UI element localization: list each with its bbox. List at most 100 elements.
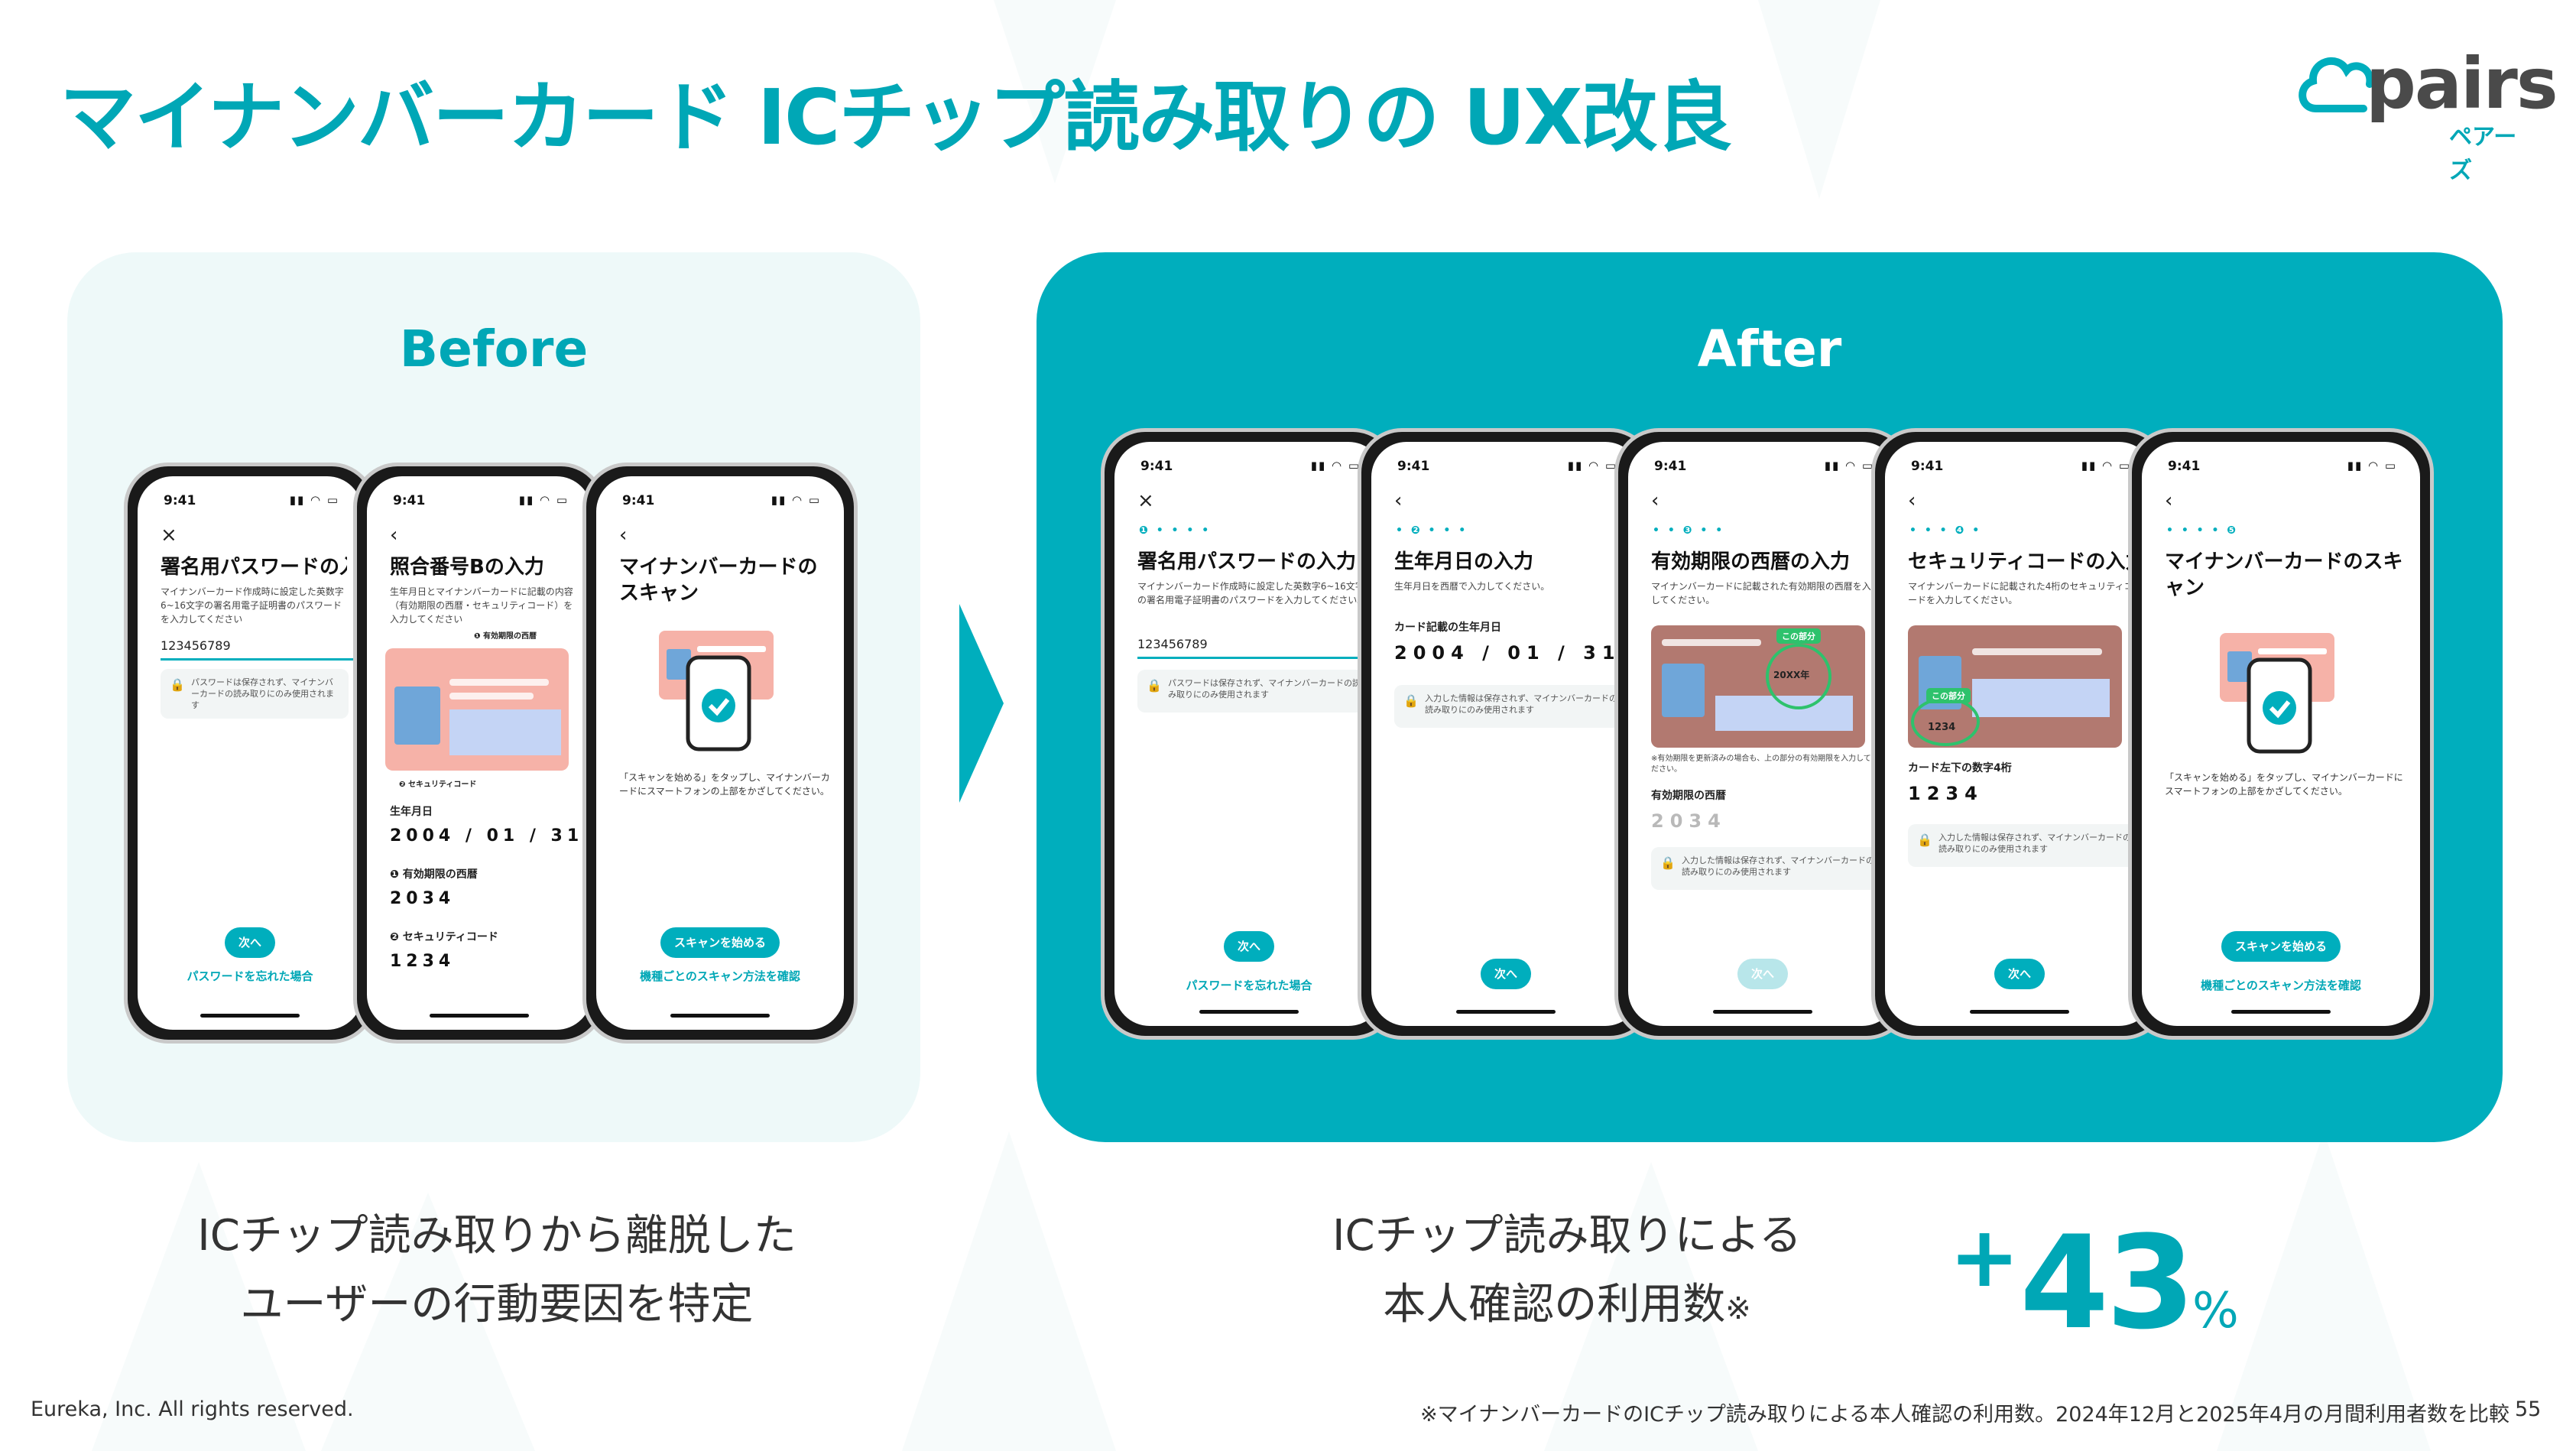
screen-description: 生年月日を西暦で入力してください。 bbox=[1394, 581, 1550, 592]
screen-description: マイナンバーカードに記載された4桁のセキュリティコードを入力してください。 bbox=[1908, 581, 2133, 605]
secure-note-text: パスワードは保存されず、マイナンバーカードの読み取りにのみ使用されます bbox=[1168, 678, 1361, 700]
check-icon bbox=[2269, 700, 2291, 719]
after-caption-line1: ICチップ読み取りによる bbox=[1332, 1211, 1802, 1261]
card-illustration: 1234 bbox=[1908, 625, 2122, 748]
screen-heading: マイナンバーカードのスキャン bbox=[619, 556, 818, 605]
scan-instruction: 「スキャンを始める」をタップし、マイナンバーカードにスマートフォンの上部をかざし… bbox=[619, 772, 830, 797]
lock-icon: 🔒 bbox=[170, 677, 185, 692]
security-label: ❷ セキュリティコード bbox=[390, 931, 498, 943]
before-phone-password: 9:41 ▮▮ ◠ ▭ × 署名用パスワードの入力 マイナンバーカード作成時に設… bbox=[124, 463, 376, 1044]
next-button[interactable]: 次へ bbox=[224, 927, 276, 958]
scan-method-link[interactable]: 機種ごとのスキャン方法を確認 bbox=[2201, 979, 2361, 992]
secure-note-text: パスワードは保存されず、マイナンバーカードの読み取りにのみ使用されます bbox=[191, 677, 334, 710]
next-button[interactable]: 次へ bbox=[1994, 959, 2046, 989]
card-code-text: 1234 bbox=[1928, 722, 1956, 733]
status-time: 9:41 bbox=[1911, 459, 1944, 474]
home-indicator bbox=[200, 1014, 300, 1018]
after-label: After bbox=[1697, 320, 1842, 378]
highlight-tag: この部分 bbox=[1776, 628, 1821, 644]
next-button-disabled[interactable]: 次へ bbox=[1737, 959, 1789, 989]
scan-instruction: 「スキャンを始める」をタップし、マイナンバーカードにスマートフォンの上部をかざし… bbox=[2165, 772, 2403, 797]
start-scan-button[interactable]: スキャンを始める bbox=[2221, 931, 2341, 962]
home-indicator bbox=[1456, 1010, 1556, 1014]
secure-note: 🔒入力した情報は保存されず、マイナンバーカードの読み取りにのみ使用されます bbox=[1651, 847, 1883, 890]
after-phone-scan: 9:41 ▮▮ ◠ ▭ ‹ • • • • ❺ マイナンバーカードのスキャン 「… bbox=[2128, 428, 2434, 1040]
home-indicator bbox=[1199, 1010, 1299, 1014]
back-icon[interactable]: ‹ bbox=[1651, 489, 1659, 512]
expiry-value[interactable]: 2034 bbox=[1651, 810, 1727, 832]
input-underline bbox=[1137, 657, 1384, 659]
status-time: 9:41 bbox=[164, 493, 196, 508]
lock-icon: 🔒 bbox=[1403, 693, 1419, 708]
back-icon[interactable]: ‹ bbox=[619, 524, 628, 547]
home-indicator bbox=[2231, 1010, 2331, 1014]
result-plus: + bbox=[1949, 1208, 2020, 1306]
step-indicator: ❶ • • • • bbox=[1139, 524, 1212, 537]
step-indicator: • • • ❹ • bbox=[1909, 524, 1982, 537]
birth-value[interactable]: 2004 / 01 / 31 bbox=[1394, 642, 1621, 664]
copyright: Eureka, Inc. All rights reserved. bbox=[31, 1397, 354, 1421]
result-metric: +43% bbox=[1949, 1208, 2239, 1358]
status-icons: ▮▮ ◠ ▭ bbox=[1824, 459, 1874, 472]
after-phone-security-code: 9:41 ▮▮ ◠ ▭ ‹ • • • ❹ • セキュリティコードの入力 マイナ… bbox=[1871, 428, 2168, 1040]
secure-note: 🔒 パスワードは保存されず、マイナンバーカードの読み取りにのみ使用されます bbox=[161, 669, 349, 719]
status-icons: ▮▮ ◠ ▭ bbox=[2081, 459, 2131, 472]
secure-note-text: 入力した情報は保存されず、マイナンバーカードの読み取りにのみ使用されます bbox=[1425, 693, 1618, 715]
before-label: Before bbox=[399, 320, 589, 378]
secure-note: 🔒入力した情報は保存されず、マイナンバーカードの読み取りにのみ使用されます bbox=[1908, 824, 2140, 867]
before-caption-line1: ICチップ読み取りから離脱した bbox=[197, 1211, 796, 1261]
highlight-circle bbox=[1766, 644, 1831, 709]
back-icon[interactable]: ‹ bbox=[1394, 489, 1403, 512]
close-icon[interactable]: × bbox=[161, 524, 177, 547]
scan-method-link[interactable]: 機種ごとのスキャン方法を確認 bbox=[640, 969, 800, 983]
logo-kana: ペアーズ bbox=[2449, 124, 2517, 184]
after-caption-line2: 本人確認の利用数 bbox=[1383, 1280, 1726, 1329]
screen-description: マイナンバーカード作成時に設定した英数字6~16文字の署名用電子証明書のパスワー… bbox=[161, 586, 344, 625]
card-expiry-text: 20XX年 bbox=[1773, 670, 1810, 680]
before-caption: ICチップ読み取りから離脱した ユーザーの行動要因を特定 bbox=[99, 1202, 894, 1339]
after-phone-password: 9:41 ▮▮ ◠ ▭ × ❶ • • • • 署名用パスワードの入力 マイナン… bbox=[1101, 428, 1397, 1040]
expiry-label: 有効期限の西暦 bbox=[1651, 790, 1726, 802]
back-icon[interactable]: ‹ bbox=[390, 524, 398, 547]
security-label: カード左下の数字4桁 bbox=[1908, 762, 2012, 774]
forgot-password-link[interactable]: パスワードを忘れた場合 bbox=[1186, 979, 1312, 992]
home-indicator bbox=[670, 1014, 770, 1018]
after-phone-expiry: 9:41 ▮▮ ◠ ▭ ‹ • • ❸ • • 有効期限の西暦の入力 マイナンバ… bbox=[1614, 428, 1911, 1040]
card-illustration: 20XX年 bbox=[1651, 625, 1865, 748]
forgot-password-link[interactable]: パスワードを忘れた場合 bbox=[187, 969, 313, 983]
security-value[interactable]: 1234 bbox=[390, 952, 456, 971]
lock-icon: 🔒 bbox=[1147, 678, 1162, 693]
status-time: 9:41 bbox=[2168, 459, 2201, 474]
screen-heading: 有効期限の西暦の入力 bbox=[1651, 550, 1851, 573]
status-icons: ▮▮ ◠ ▭ bbox=[1567, 459, 1617, 472]
footnote: ※マイナンバーカードのICチップ読み取りによる本人確認の利用数。2024年12月… bbox=[1420, 1403, 2510, 1427]
password-input[interactable]: 123456789 bbox=[1137, 637, 1208, 651]
step-indicator: • ❷ • • • bbox=[1396, 524, 1468, 537]
back-icon[interactable]: ‹ bbox=[1908, 489, 1916, 512]
logo-wordmark: pairs bbox=[2366, 43, 2558, 125]
expiry-callout: ❶ 有効期限の西暦 bbox=[474, 632, 537, 641]
status-time: 9:41 bbox=[1140, 459, 1173, 474]
screen-heading: 照合番号Bの入力 bbox=[390, 556, 544, 579]
step-indicator: • • ❸ • • bbox=[1653, 524, 1725, 537]
before-phone-verification: 9:41 ▮▮ ◠ ▭ ‹ 照合番号Bの入力 生年月日とマイナンバーカードに記載… bbox=[353, 463, 605, 1044]
screen-description: 生年月日とマイナンバーカードに記載の内容（有効期限の西暦・セキュリティコード）を… bbox=[390, 586, 573, 625]
birth-value[interactable]: 2004 / 01 / 31 bbox=[390, 826, 584, 846]
back-icon[interactable]: ‹ bbox=[2165, 489, 2173, 512]
page-number: 55 bbox=[2515, 1397, 2542, 1421]
status-icons: ▮▮ ◠ ▭ bbox=[518, 493, 569, 507]
check-icon bbox=[708, 698, 730, 716]
start-scan-button[interactable]: スキャンを始める bbox=[660, 927, 780, 958]
status-icons: ▮▮ ◠ ▭ bbox=[2347, 459, 2397, 472]
screen-description: マイナンバーカード作成時に設定した英数字6~16文字の署名用電子証明書のパスワー… bbox=[1137, 581, 1367, 605]
close-icon[interactable]: × bbox=[1137, 489, 1154, 512]
photo-placeholder bbox=[1662, 664, 1705, 717]
password-input[interactable]: 123456789 bbox=[161, 638, 231, 653]
expiry-value[interactable]: 2034 bbox=[390, 889, 456, 908]
security-value[interactable]: 1234 bbox=[1908, 783, 1984, 804]
next-button[interactable]: 次へ bbox=[1223, 931, 1275, 962]
next-button[interactable]: 次へ bbox=[1480, 959, 1532, 989]
birth-label: 生年月日 bbox=[390, 806, 433, 818]
lock-icon: 🔒 bbox=[1660, 855, 1676, 870]
home-indicator bbox=[1970, 1010, 2069, 1014]
